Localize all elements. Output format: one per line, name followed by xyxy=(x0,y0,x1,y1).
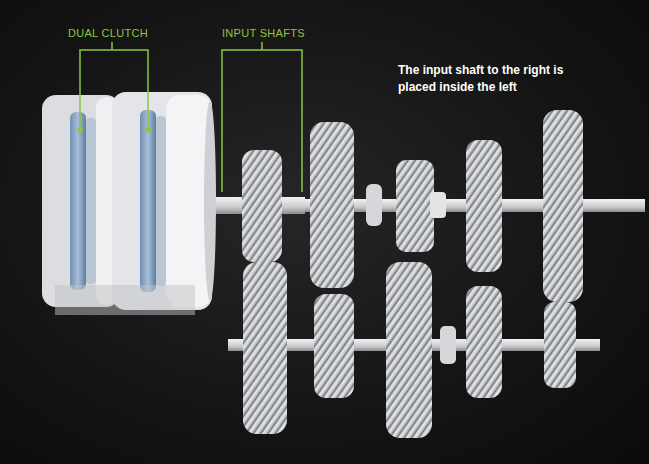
lower-gears xyxy=(243,262,576,438)
part-label: DUAL CLUTCH xyxy=(68,27,148,39)
part-label: INPUT SHAFTS xyxy=(222,27,305,39)
bracket xyxy=(78,42,302,192)
dual-clutch xyxy=(42,92,216,315)
note-text: The input shaft to the right is placed i… xyxy=(398,62,598,96)
